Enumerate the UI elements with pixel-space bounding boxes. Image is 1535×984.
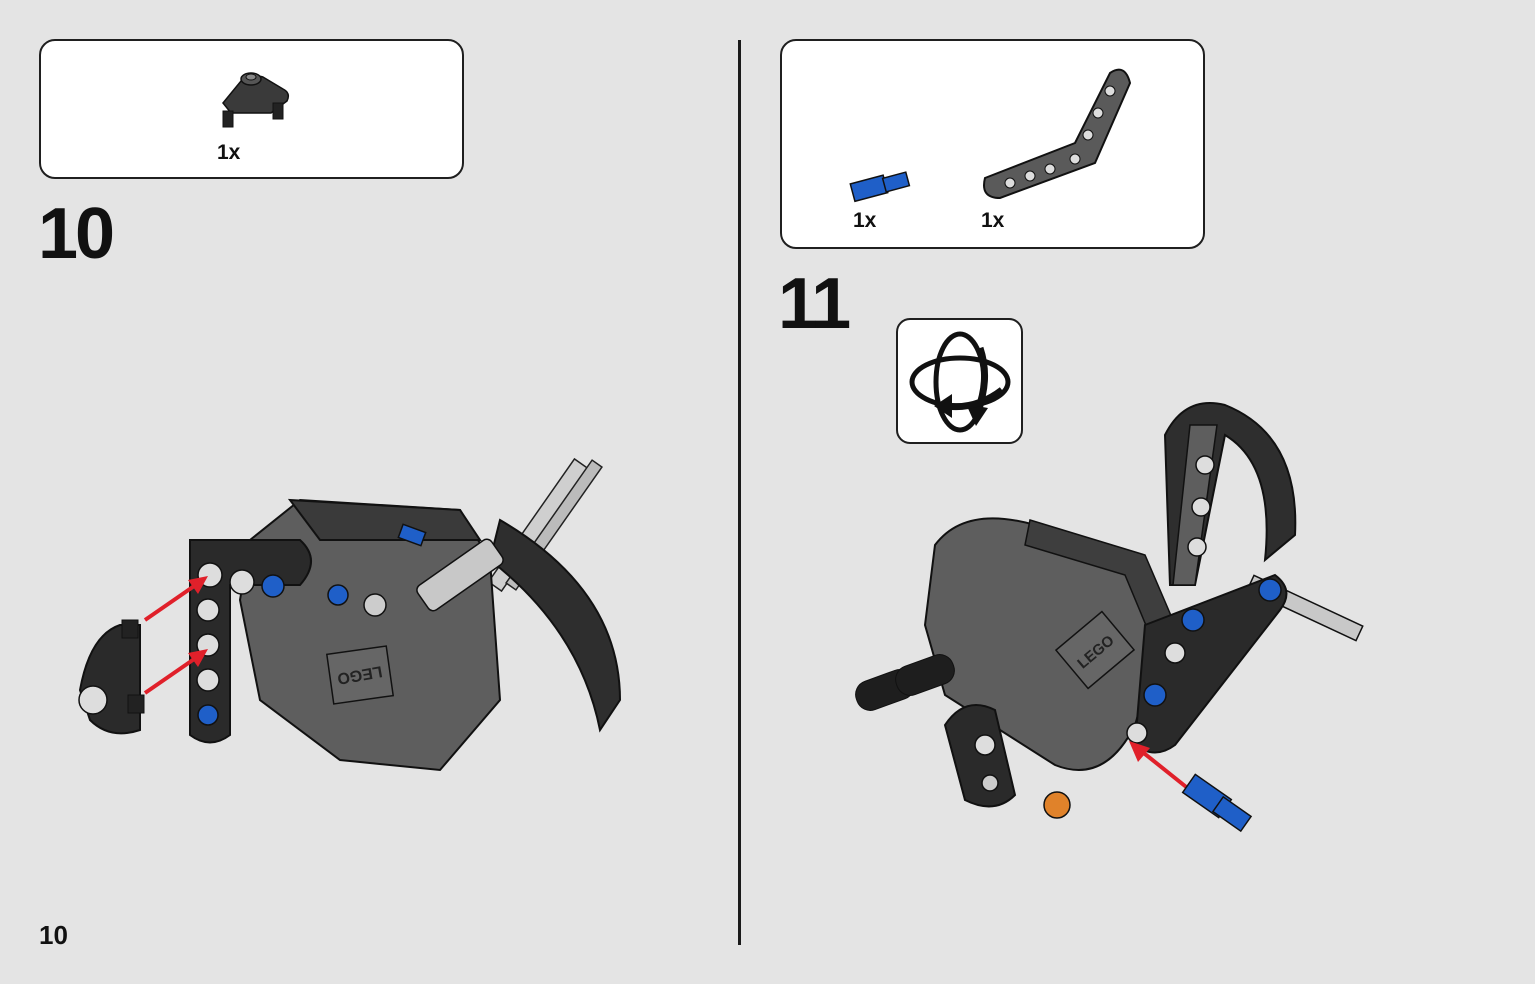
rotate-model-icon-box — [896, 318, 1023, 444]
step-number: 11 — [778, 264, 851, 344]
rotate-model-icon — [909, 331, 1011, 433]
parts-box-step-10: 1x — [39, 39, 464, 179]
step-number: 10 — [38, 194, 115, 274]
blue-axle-pin-icon — [849, 171, 911, 203]
page-number: 10 — [39, 920, 68, 950]
page-divider — [738, 40, 741, 945]
parts-box-step-11: 1x 1x — [780, 39, 1205, 249]
step-10-assembly-illustration: LEGO — [78, 457, 622, 772]
part-quantity: 1x — [217, 141, 241, 164]
liftarm-2-pin-icon — [222, 72, 290, 128]
step-11-assembly-illustration: LEGO — [855, 402, 1364, 833]
part-quantity: 1x — [853, 209, 877, 232]
bent-liftarm-icon — [983, 68, 1132, 200]
part-quantity: 1x — [981, 209, 1005, 232]
